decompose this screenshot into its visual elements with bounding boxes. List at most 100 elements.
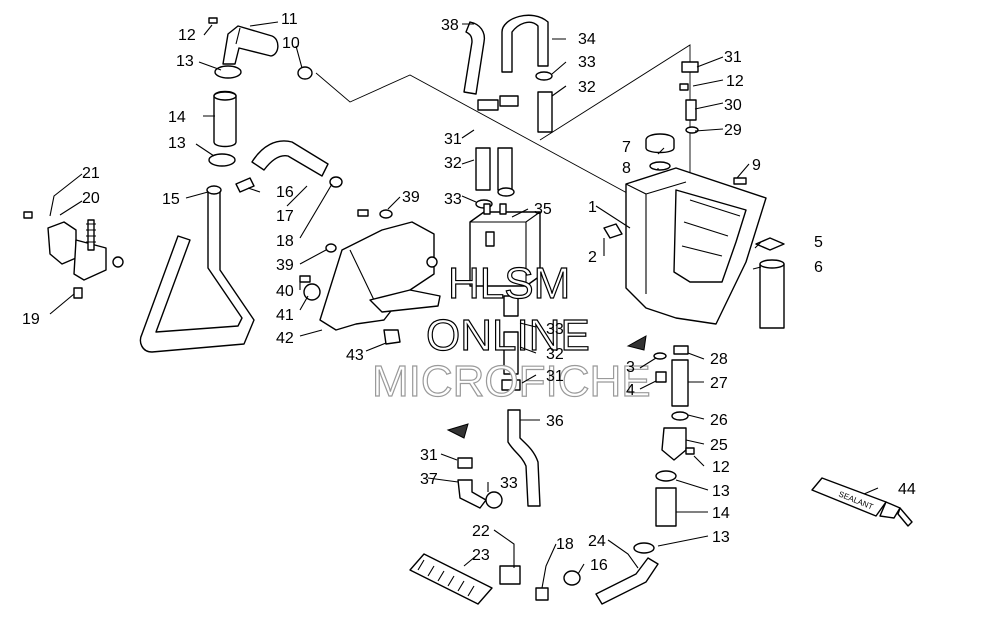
callout-2: 2 [588,249,597,266]
callout-36: 36 [546,413,564,430]
callout-11: 11 [281,11,298,28]
callout-39b: 39 [276,257,294,274]
hose-38 [463,21,486,95]
washer-33-low [485,491,503,509]
callout-13a: 13 [176,53,194,70]
callout-32a: 32 [578,79,596,96]
callout-10: 10 [282,35,300,52]
sensor-bracket-group [23,211,124,299]
callout-1: 1 [588,199,597,216]
leader-lines [49,21,879,589]
callout-43: 43 [346,347,364,364]
callout-4: 4 [626,382,635,399]
callout-22: 22 [472,523,490,540]
callout-7: 7 [622,139,631,156]
lower-hose-group [409,335,677,605]
sealant-tube-44: SEALANT [811,477,913,527]
o-ring-29 [685,126,699,134]
watermark: HLSM ONLINE MICROFICHE [371,258,651,406]
callout-32c: 32 [546,346,564,363]
callout-24: 24 [588,533,606,550]
clamp-18-low [535,587,549,601]
callout-28: 28 [710,351,728,368]
callout-33b: 33 [444,191,462,208]
arrow-marker-right [626,335,647,351]
screw-12-low [685,447,695,455]
clamp-31-right [681,61,699,73]
nut-19 [73,287,83,299]
callout-34: 34 [578,31,596,48]
fitting-28 [673,345,689,355]
callout-16a: 16 [276,184,294,201]
clamp-31-top [477,99,499,111]
clamp-13-lower-a [655,470,677,482]
callout-19: 19 [22,311,40,328]
callout-3: 3 [626,359,635,376]
callout-31d: 31 [420,447,438,464]
washer-33-top [535,71,553,81]
callout-6: 6 [814,259,823,276]
callout-31a: 31 [724,49,742,66]
screw-12-right [679,83,689,91]
hose-32-low [503,331,519,375]
hose-34 [501,14,549,73]
callout-20: 20 [82,190,100,207]
elbow-25 [661,427,687,461]
callout-33d: 33 [500,475,518,492]
callout-26: 26 [710,412,728,429]
clamp-16-low [563,570,581,586]
hose-15 [139,189,255,353]
callout-38: 38 [441,17,459,34]
clamp-13-mid [208,153,236,167]
screw-39-top [357,209,369,217]
coolant-tank-group [603,61,785,461]
fitting-30 [685,99,697,121]
clamp-31-low-left [457,457,473,469]
callout-37: 37 [420,471,438,488]
washer-39-left [325,243,337,253]
callout-5: 5 [814,234,823,251]
callout-32b: 32 [444,155,462,172]
watermark-line-1: HLSM [448,259,570,308]
screw-12-top [208,17,218,24]
callout-14b: 14 [712,505,730,522]
callout-15: 15 [162,191,180,208]
callout-30: 30 [724,97,742,114]
callout-25: 25 [710,437,728,454]
callout-31c: 31 [546,368,564,385]
filter-6 [759,263,785,329]
callout-29: 29 [724,122,742,139]
callout-40: 40 [276,283,294,300]
hose-14-lower [655,487,677,527]
arrow-marker-left [446,423,469,439]
hose-17 [251,140,329,177]
callout-33a: 33 [578,54,596,71]
clamp-31-low [501,379,521,391]
clamp-13-lower-b [633,542,655,554]
callout-44: 44 [898,481,916,498]
callout-23: 23 [472,547,490,564]
hose-36 [507,409,541,507]
callout-41: 41 [276,307,294,324]
washer-3 [653,352,667,360]
screw-9 [733,177,747,185]
callout-13b: 13 [168,135,186,152]
washer-39-top [379,209,393,219]
o-ring-10 [297,66,313,80]
callout-12c: 12 [712,459,730,476]
screw-40 [299,275,311,283]
callout-13d: 13 [712,529,730,546]
elbow-fitting-11 [222,25,279,65]
watermark-line-2: ONLINE [426,311,590,360]
callout-42: 42 [276,330,294,347]
drain-plug-4 [655,371,667,383]
o-ring-26 [671,411,689,421]
watermark-line-3: MICROFICHE [372,357,651,406]
grommet-41 [303,283,321,301]
callout-14a: 14 [168,109,186,126]
bracket-42 [319,221,435,331]
hose-22 [499,565,521,585]
hose-33-low [503,295,519,317]
clamp-13-top [214,65,242,79]
grommet-2 [603,223,623,239]
